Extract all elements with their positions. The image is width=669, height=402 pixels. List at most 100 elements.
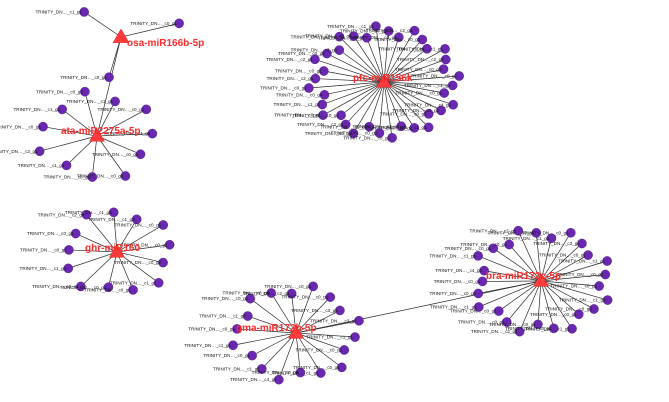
- target-node[interactable]: [565, 227, 576, 238]
- target-node[interactable]: [473, 302, 484, 312]
- target-node[interactable]: [319, 66, 329, 76]
- target-node[interactable]: [34, 146, 45, 157]
- target-node[interactable]: [440, 54, 451, 65]
- target-node[interactable]: [361, 32, 372, 43]
- target-node[interactable]: [38, 121, 48, 132]
- target-node[interactable]: [409, 123, 420, 133]
- target-node[interactable]: [322, 48, 332, 59]
- target-node[interactable]: [64, 245, 74, 255]
- target-node[interactable]: [533, 319, 543, 330]
- target-node[interactable]: [504, 239, 514, 250]
- target-node[interactable]: [501, 317, 512, 327]
- target-node[interactable]: [364, 121, 374, 132]
- target-node[interactable]: [473, 251, 483, 261]
- target-node[interactable]: [573, 309, 584, 320]
- mirna-hub-triangle[interactable]: [109, 244, 125, 258]
- target-node[interactable]: [348, 128, 359, 139]
- target-node[interactable]: [447, 80, 458, 91]
- target-node[interactable]: [454, 71, 464, 81]
- target-node[interactable]: [473, 288, 484, 299]
- target-node[interactable]: [336, 110, 346, 121]
- target-node[interactable]: [477, 276, 488, 287]
- target-node[interactable]: [438, 64, 449, 74]
- target-node[interactable]: [266, 288, 277, 298]
- target-node[interactable]: [396, 121, 407, 132]
- target-node[interactable]: [319, 90, 330, 100]
- target-node[interactable]: [439, 88, 449, 98]
- target-node[interactable]: [228, 340, 238, 351]
- target-node[interactable]: [488, 243, 499, 254]
- target-node[interactable]: [334, 45, 345, 55]
- target-node[interactable]: [242, 311, 253, 321]
- target-node[interactable]: [589, 304, 599, 314]
- target-node[interactable]: [128, 285, 138, 295]
- target-node[interactable]: [164, 239, 175, 250]
- target-node[interactable]: [383, 26, 394, 36]
- target-node[interactable]: [174, 18, 184, 29]
- target-node[interactable]: [436, 105, 446, 116]
- target-node[interactable]: [317, 99, 328, 110]
- target-node[interactable]: [70, 228, 81, 239]
- target-node[interactable]: [371, 21, 381, 31]
- target-node[interactable]: [158, 220, 169, 230]
- target-node[interactable]: [232, 324, 242, 334]
- target-node[interactable]: [153, 278, 164, 288]
- target-node[interactable]: [135, 149, 146, 160]
- mirna-hub-triangle[interactable]: [376, 74, 392, 88]
- target-node[interactable]: [318, 110, 328, 120]
- target-node[interactable]: [274, 374, 284, 385]
- target-node[interactable]: [594, 281, 604, 291]
- target-node[interactable]: [422, 43, 432, 54]
- target-node[interactable]: [335, 305, 345, 316]
- target-node[interactable]: [103, 282, 114, 293]
- target-node[interactable]: [110, 96, 120, 107]
- target-node[interactable]: [61, 160, 72, 171]
- target-node[interactable]: [602, 256, 612, 266]
- target-node[interactable]: [336, 362, 347, 373]
- target-node[interactable]: [286, 288, 297, 299]
- target-node[interactable]: [147, 128, 158, 139]
- target-node[interactable]: [108, 207, 119, 218]
- target-node[interactable]: [531, 228, 542, 238]
- target-node[interactable]: [340, 119, 351, 130]
- target-node[interactable]: [546, 233, 557, 244]
- target-node[interactable]: [479, 265, 489, 276]
- target-node[interactable]: [350, 332, 360, 342]
- target-node[interactable]: [548, 323, 559, 334]
- target-node[interactable]: [76, 281, 86, 292]
- target-node[interactable]: [315, 368, 326, 378]
- target-node[interactable]: [81, 209, 92, 220]
- target-node[interactable]: [57, 104, 67, 115]
- target-node[interactable]: [423, 109, 434, 119]
- target-node[interactable]: [423, 122, 434, 133]
- target-node[interactable]: [602, 295, 613, 305]
- target-node[interactable]: [63, 263, 74, 274]
- target-node[interactable]: [334, 31, 345, 42]
- target-node[interactable]: [141, 104, 152, 115]
- target-node[interactable]: [325, 292, 336, 302]
- target-node[interactable]: [448, 99, 458, 110]
- mirna-hub-triangle[interactable]: [288, 325, 304, 339]
- target-node[interactable]: [304, 83, 314, 93]
- target-node[interactable]: [354, 315, 364, 326]
- target-node[interactable]: [79, 7, 89, 17]
- target-node[interactable]: [104, 72, 114, 82]
- target-node[interactable]: [374, 128, 385, 138]
- target-node[interactable]: [600, 269, 611, 280]
- target-node[interactable]: [387, 133, 397, 143]
- target-node[interactable]: [120, 171, 131, 181]
- target-node[interactable]: [440, 44, 450, 54]
- target-node[interactable]: [409, 25, 420, 36]
- target-node[interactable]: [514, 326, 525, 337]
- target-node[interactable]: [245, 293, 256, 304]
- target-node[interactable]: [308, 281, 318, 292]
- target-node[interactable]: [295, 367, 306, 378]
- target-node[interactable]: [80, 86, 90, 97]
- mirna-hub-triangle[interactable]: [89, 128, 105, 142]
- target-node[interactable]: [577, 238, 587, 249]
- target-node[interactable]: [158, 257, 168, 268]
- target-node[interactable]: [339, 345, 350, 355]
- target-node[interactable]: [310, 73, 321, 84]
- target-node[interactable]: [493, 306, 504, 316]
- target-node[interactable]: [394, 32, 404, 43]
